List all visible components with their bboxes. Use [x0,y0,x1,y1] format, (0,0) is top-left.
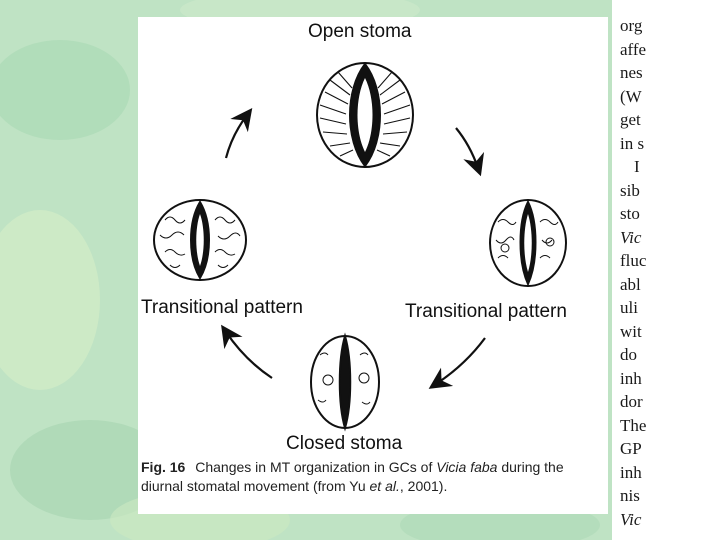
side-text-line: wit [620,321,642,341]
right-transitional-drawing [489,199,567,287]
open-stoma-label: Open stoma [308,21,412,42]
arrow-right-to-closed [428,337,486,389]
arrow-left-to-open [224,107,253,159]
side-text-line: Vic [620,509,642,529]
side-text-line: The [620,415,647,435]
figure-number: Fig. 16 [141,459,186,475]
side-text-line: nes [620,63,643,82]
side-text-line: (W [620,86,642,106]
side-text-line: sib [620,180,640,200]
side-text-line: fluc [620,251,647,270]
arrow-closed-to-left [221,324,273,379]
side-text-line: get [620,110,641,129]
transitional-pattern-right-label: Transitional pattern [405,301,567,322]
side-text-line: dor [620,392,643,411]
caption-species: Vicia faba [436,459,498,475]
caption-text-2: during the diurnal stomatal movement (fr… [141,459,564,494]
closed-stoma-drawing [310,332,380,432]
caption-et-al: et al. [369,478,400,494]
side-text-line: inh [620,462,642,482]
figure-caption: Fig. 16 Changes in MT organization in GC… [141,458,596,496]
arrow-open-to-right [455,127,485,177]
side-text-line: do [620,345,637,364]
side-text-line: GP [620,439,642,458]
side-text-line: I [634,157,640,176]
transitional-pattern-left-label: Transitional pattern [141,297,303,318]
side-text-line: org [620,16,643,35]
side-text-line: sto [620,204,640,223]
left-transitional-drawing [153,199,247,281]
open-stoma-drawing [316,62,414,168]
side-text-line: nis [620,486,640,505]
side-text-line: inh [620,368,642,388]
closed-stoma-label: Closed stoma [286,433,403,454]
caption-text-3: , 2001). [399,478,448,494]
side-text-line: affe [620,39,647,59]
side-text-line: uli [620,298,638,317]
cycle-arrows [221,107,486,389]
side-text-line: abl [620,274,641,294]
side-text-line: Vic [620,227,642,247]
side-text-line: in s [620,133,645,153]
caption-text-1: Changes in MT organization in GCs of [195,459,433,475]
